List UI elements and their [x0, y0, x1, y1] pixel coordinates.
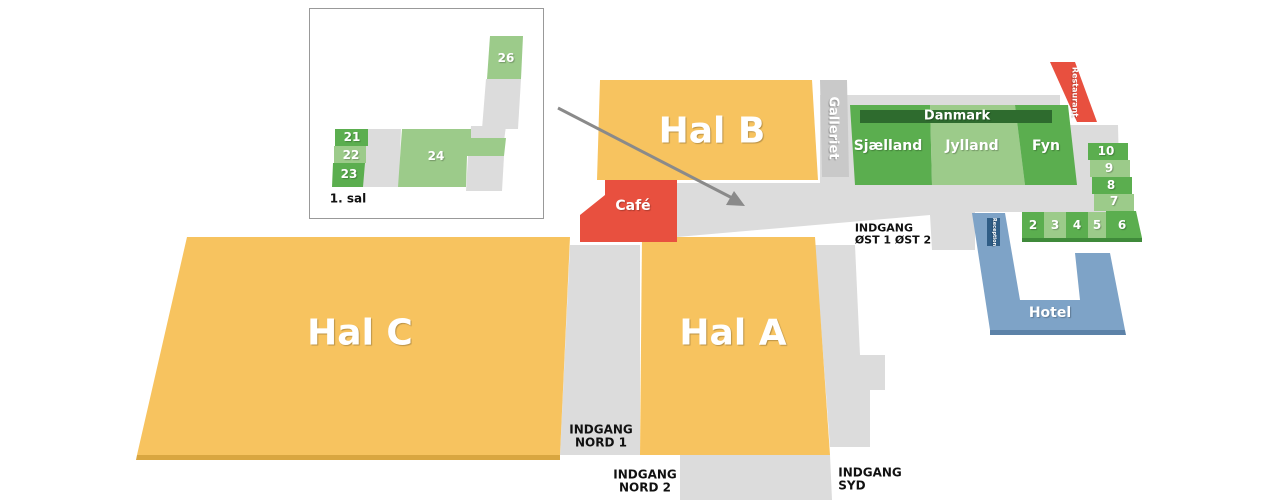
room-2[interactable]: [1022, 212, 1044, 238]
corridor-east-of-hal-a[interactable]: [815, 245, 885, 447]
inset-room-24-label: 24: [427, 149, 445, 163]
entrance-label: INDGANG: [569, 422, 633, 437]
hotel-label: Hotel: [1028, 305, 1072, 321]
sjaelland[interactable]: [850, 105, 932, 185]
entrance-label: INDGANG: [838, 465, 902, 480]
arrow-head-icon: [726, 191, 745, 206]
hal-c-label: Hal C: [307, 312, 413, 354]
entrance-sublabel: NORD 2: [619, 480, 671, 494]
room-3[interactable]: [1044, 212, 1066, 238]
hal-c[interactable]: [137, 237, 570, 455]
cafe-label: Café: [615, 198, 651, 214]
jylland[interactable]: [930, 105, 1025, 185]
inset-room-21[interactable]: [335, 129, 368, 146]
hal-c-shadow: [136, 455, 560, 460]
sjaelland-label: Sjælland: [853, 138, 923, 154]
reception[interactable]: [987, 218, 1000, 246]
inset-room-22[interactable]: [334, 146, 366, 163]
inset-title: 1. sal: [329, 191, 367, 206]
inset-room-22-label: 22: [342, 148, 360, 162]
room-10[interactable]: [1088, 143, 1128, 160]
hal-b-label: Hal B: [658, 110, 766, 152]
jylland-label: Jylland: [945, 138, 999, 154]
entrance-sublabel: ØST 1 ØST 2: [854, 233, 932, 246]
room-9[interactable]: [1090, 160, 1130, 177]
hotel[interactable]: [972, 213, 1125, 330]
inset-room-26[interactable]: [487, 36, 523, 79]
inset-corridor-a: [361, 129, 401, 187]
inset-pointer-arrow: [557, 106, 741, 204]
reception-label: Reception: [991, 217, 997, 247]
hotel-shadow: [990, 330, 1126, 335]
room-5[interactable]: [1088, 212, 1106, 238]
inset-room-26-label: 26: [497, 51, 515, 65]
hal-a[interactable]: [640, 237, 830, 455]
room-10-label: 10: [1097, 144, 1115, 158]
restaurant[interactable]: [1050, 62, 1097, 122]
room-2-label: 2: [1028, 218, 1038, 232]
room-6-label: 6: [1117, 218, 1127, 232]
first-floor-inset[interactable]: 26 24 21 22 23 1. sal: [309, 8, 544, 219]
room-4-label: 4: [1072, 218, 1082, 232]
inset-room-23[interactable]: [332, 163, 365, 187]
room-9-label: 9: [1104, 161, 1114, 175]
room-8-label: 8: [1106, 178, 1116, 192]
rooms-shadow: [1022, 238, 1142, 242]
room-4[interactable]: [1066, 212, 1088, 238]
room-8[interactable]: [1092, 177, 1132, 194]
entrance-label: INDGANG: [613, 467, 677, 482]
fyn-label: Fyn: [1032, 138, 1060, 154]
inset-room-24[interactable]: [398, 129, 506, 187]
corridor-syd[interactable]: [680, 455, 832, 500]
danmark-bar[interactable]: [860, 110, 1052, 123]
cafe[interactable]: [580, 180, 677, 242]
hal-a-label: Hal A: [679, 312, 787, 354]
room-7[interactable]: [1094, 194, 1134, 211]
corridor-nord[interactable]: [560, 245, 640, 455]
room-7-label: 7: [1109, 194, 1119, 208]
room-5-label: 5: [1092, 218, 1102, 232]
inset-room-23-label: 23: [340, 167, 358, 181]
galleriet-area[interactable]: [820, 80, 849, 177]
restaurant-label: Restaurant: [1070, 66, 1080, 118]
inset-corridor-d: [482, 79, 521, 129]
galleriet-label: Galleriet: [825, 96, 841, 160]
danmark-label: Danmark: [923, 108, 991, 124]
entrance-label: INDGANG: [854, 221, 914, 235]
entrance-sublabel: NORD 1: [575, 435, 627, 449]
entrance-sublabel: SYD: [838, 478, 866, 492]
room-3-label: 3: [1050, 218, 1060, 232]
inset-shapes: [332, 36, 523, 191]
fyn[interactable]: [1015, 105, 1077, 185]
inset-corridor-c: [466, 156, 504, 191]
inset-room-21-label: 21: [343, 130, 361, 144]
room-6[interactable]: [1106, 211, 1142, 238]
